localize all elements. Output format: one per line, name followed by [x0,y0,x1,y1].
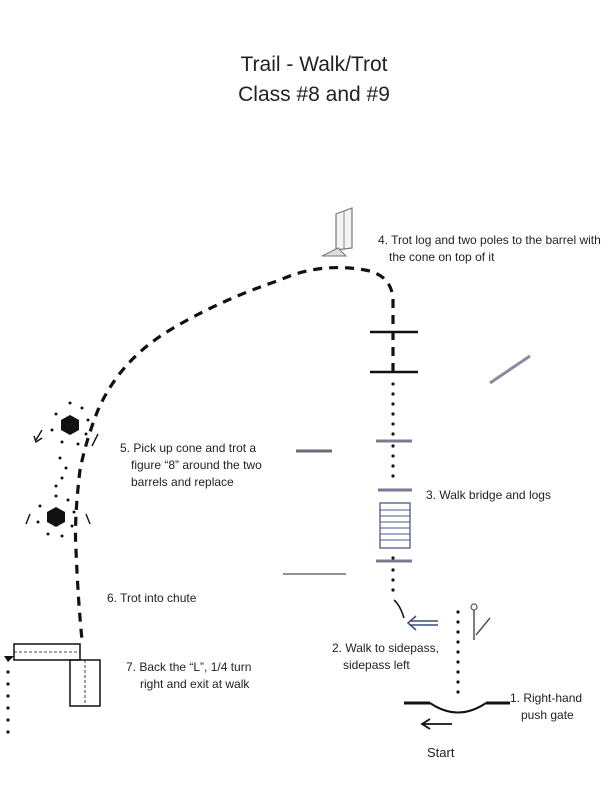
step-7-label: 7. Back the “L”, 1/4 turn right and exit… [126,660,252,691]
step-3-label: 3. Walk bridge and logs [426,488,551,502]
step-6-label: 6. Trot into chute [107,591,197,605]
sidepass-obstacle [393,599,491,640]
trot-path [73,265,395,641]
gate-obstacle [404,701,510,730]
barrel-with-cone [321,207,353,257]
exit-path-dots [6,670,10,734]
l-chute [4,643,101,707]
step-4-label: 4. Trot log and two poles to the barrel … [378,233,601,264]
step-2-label: 2. Walk to sidepass, sidepass left [332,641,439,672]
step-5-label: 5. Pick up cone and trot a figure “8” ar… [120,441,262,489]
diagram-title-line1: Trail - Walk/Trot [240,53,388,76]
walk-path-dots [456,610,460,694]
bridge-path-dots [391,382,395,592]
figure-eight-barrels [25,401,99,538]
bridge-and-logs [283,354,531,575]
step-1-label: 1. Right-hand push gate [510,691,583,722]
diagram-title-line2: Class #8 and #9 [238,83,390,106]
start-label: Start [427,745,455,760]
